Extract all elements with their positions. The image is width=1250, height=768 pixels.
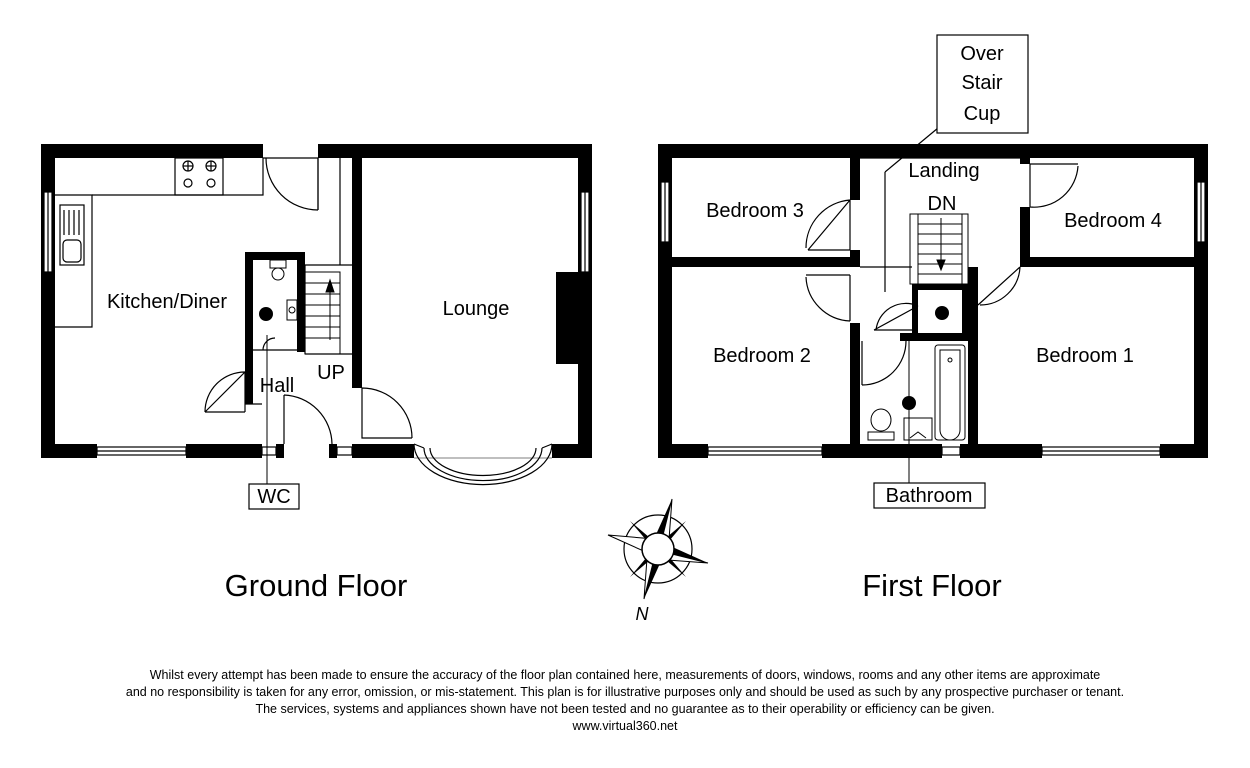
room-label-bedroom-3: Bedroom 3 <box>706 200 804 222</box>
ground-floor-title: Ground Floor <box>225 568 408 603</box>
room-label-bedroom-4: Bedroom 4 <box>1064 210 1162 232</box>
first-floor-plan: Bedroom 3 Landing DN Bedroom 4 Bedroom 2… <box>658 34 1208 509</box>
ground-floor-doors <box>204 157 413 445</box>
website-link[interactable]: www.virtual360.net <box>572 719 678 733</box>
cupboard-callout-box <box>936 34 1029 134</box>
disclaimer-line-3: The services, systems and appliances sho… <box>255 702 995 716</box>
compass-rose-icon <box>607 498 709 600</box>
compass-north-label: N <box>636 604 650 624</box>
disclaimer-text: Whilst every attempt has been made to en… <box>0 667 1250 735</box>
bathroom-callout-box <box>873 482 986 509</box>
ground-floor-stairs <box>304 271 341 355</box>
room-label-wc: WC <box>257 486 290 508</box>
room-label-lounge: Lounge <box>443 298 510 320</box>
soil-stack-marker <box>259 307 273 321</box>
cupboard-cylinder-marker <box>935 306 949 320</box>
bay-window <box>413 443 553 486</box>
room-label-bathroom: Bathroom <box>886 485 973 507</box>
room-label-landing: Landing <box>908 160 979 182</box>
first-floor-walls <box>658 144 1208 458</box>
first-floor-doors <box>805 163 1079 386</box>
bathroom-soil-stack-marker <box>902 396 916 410</box>
room-label-kitchen-diner: Kitchen/Diner <box>107 291 227 313</box>
wc-fixtures <box>266 259 298 487</box>
room-label-hall: Hall <box>260 375 294 397</box>
first-floor-title: First Floor <box>862 568 1002 603</box>
stairs-label-up: UP <box>317 362 345 384</box>
stairs-label-dn: DN <box>928 193 957 215</box>
cupboard-callout-line <box>884 127 939 173</box>
room-label-bedroom-1: Bedroom 1 <box>1036 345 1134 367</box>
kitchen-units <box>55 157 264 328</box>
room-label-bedroom-2: Bedroom 2 <box>713 345 811 367</box>
bathroom-fixtures <box>867 340 966 485</box>
ground-floor-plan: Kitchen/Diner Lounge Hall UP WC <box>41 144 592 510</box>
first-floor-stairs <box>909 213 969 285</box>
cupboard-label-line-2: Stair <box>961 72 1002 94</box>
first-floor-partitions <box>860 157 1020 268</box>
cupboard-label-line-1: Over <box>960 43 1004 65</box>
disclaimer-line-1: Whilst every attempt has been made to en… <box>149 668 1101 682</box>
cupboard-label-line-3: Cup <box>964 103 1001 125</box>
first-floor-windows <box>660 181 1206 456</box>
wc-callout-box <box>248 483 300 510</box>
disclaimer-line-2: and no responsibility is taken for any e… <box>125 685 1125 699</box>
ground-floor-windows <box>43 191 590 456</box>
